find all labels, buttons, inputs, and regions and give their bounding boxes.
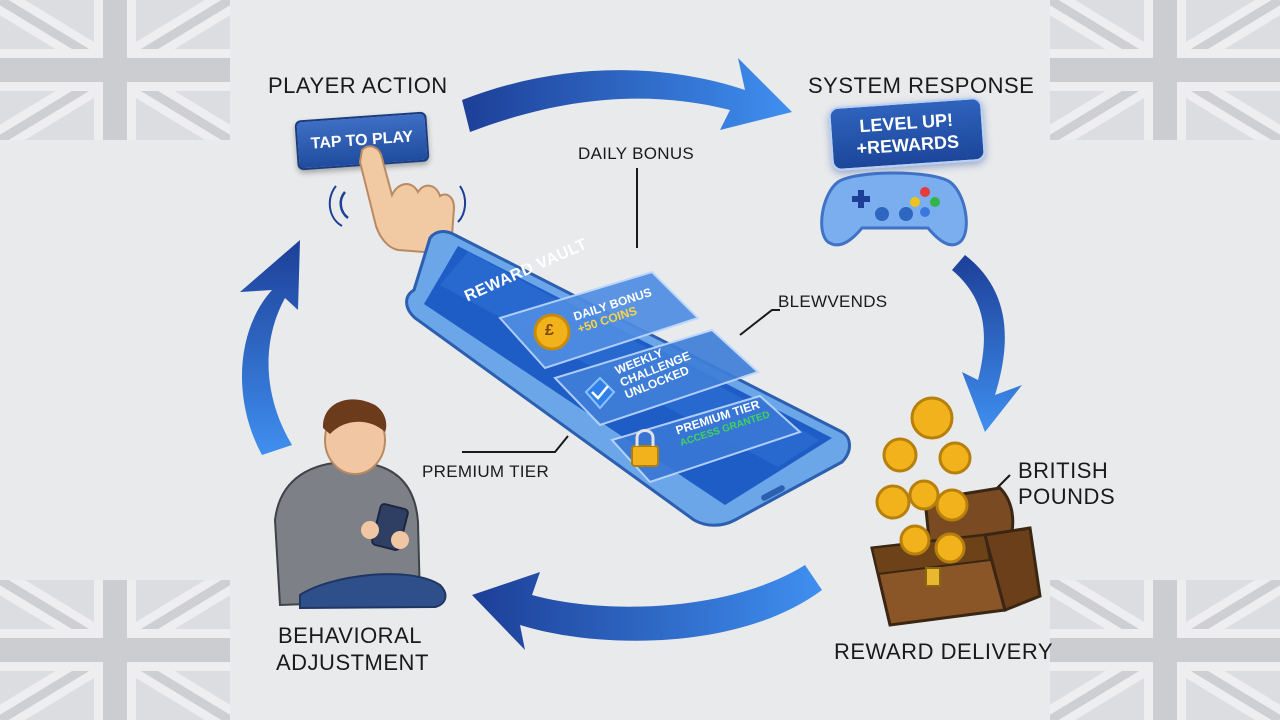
step-behavioral-line1: BEHAVIORAL (278, 623, 422, 648)
callout-daily-bonus: DAILY BONUS (578, 144, 695, 163)
flag-watermark-top-right (1050, 0, 1280, 140)
flag-watermark-top-left (0, 0, 230, 140)
flag-watermark-bottom-left (0, 580, 230, 720)
callout-british-line2: POUNDS (1018, 484, 1116, 509)
flag-watermark-bottom-right (1050, 580, 1280, 720)
step-behavioral-line2: ADJUSTMENT (276, 650, 429, 675)
step-player-action: PLAYER ACTION (268, 73, 448, 98)
callout-british-pounds: BRITISH POUNDS (1018, 458, 1115, 510)
callout-british-line1: BRITISH (1018, 458, 1109, 483)
step-behavioral-adjustment: BEHAVIORAL ADJUSTMENT (276, 622, 429, 676)
step-reward-delivery: REWARD DELIVERY (834, 639, 1053, 664)
step-system-response: SYSTEM RESPONSE (808, 73, 1035, 98)
callout-premium-tier: PREMIUM TIER (422, 462, 550, 481)
arrow-bottom (472, 565, 822, 650)
callout-blewvends: BLEWVENDS (778, 292, 888, 311)
arrow-top (462, 58, 792, 132)
leader-daily-bonus (636, 168, 638, 248)
arrow-right (952, 255, 1022, 432)
arrow-left (240, 240, 300, 455)
card-coin-symbol: £ (545, 322, 554, 339)
